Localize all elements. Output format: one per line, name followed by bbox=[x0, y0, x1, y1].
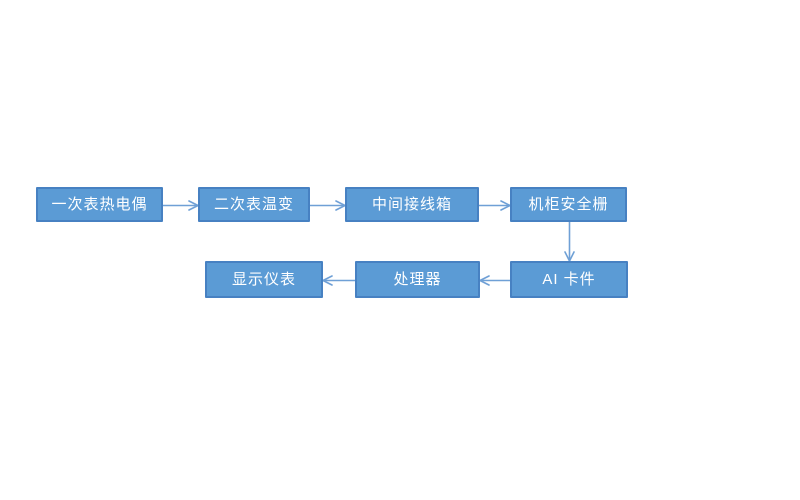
flow-node-label: 中间接线箱 bbox=[371, 196, 452, 213]
flow-node-label: 一次表热电偶 bbox=[51, 196, 148, 213]
flow-node-label: 处理器 bbox=[393, 271, 442, 288]
flow-node-label: 显示仪表 bbox=[231, 271, 296, 288]
flow-node-junction-box: 中间接线箱 bbox=[345, 187, 479, 222]
flow-node-safety-barrier: 机柜安全栅 bbox=[510, 187, 627, 222]
flow-node-label: 二次表温变 bbox=[213, 196, 294, 213]
flow-node-processor: 处理器 bbox=[355, 261, 480, 298]
flow-node-display-instrument: 显示仪表 bbox=[205, 261, 323, 298]
flow-node-primary-thermocouple: 一次表热电偶 bbox=[36, 187, 163, 222]
flow-node-secondary-transmitter: 二次表温变 bbox=[198, 187, 310, 222]
flow-node-ai-card: AI 卡件 bbox=[510, 261, 628, 298]
flow-node-label: 机柜安全栅 bbox=[528, 196, 609, 213]
flow-node-label: AI 卡件 bbox=[542, 271, 596, 288]
